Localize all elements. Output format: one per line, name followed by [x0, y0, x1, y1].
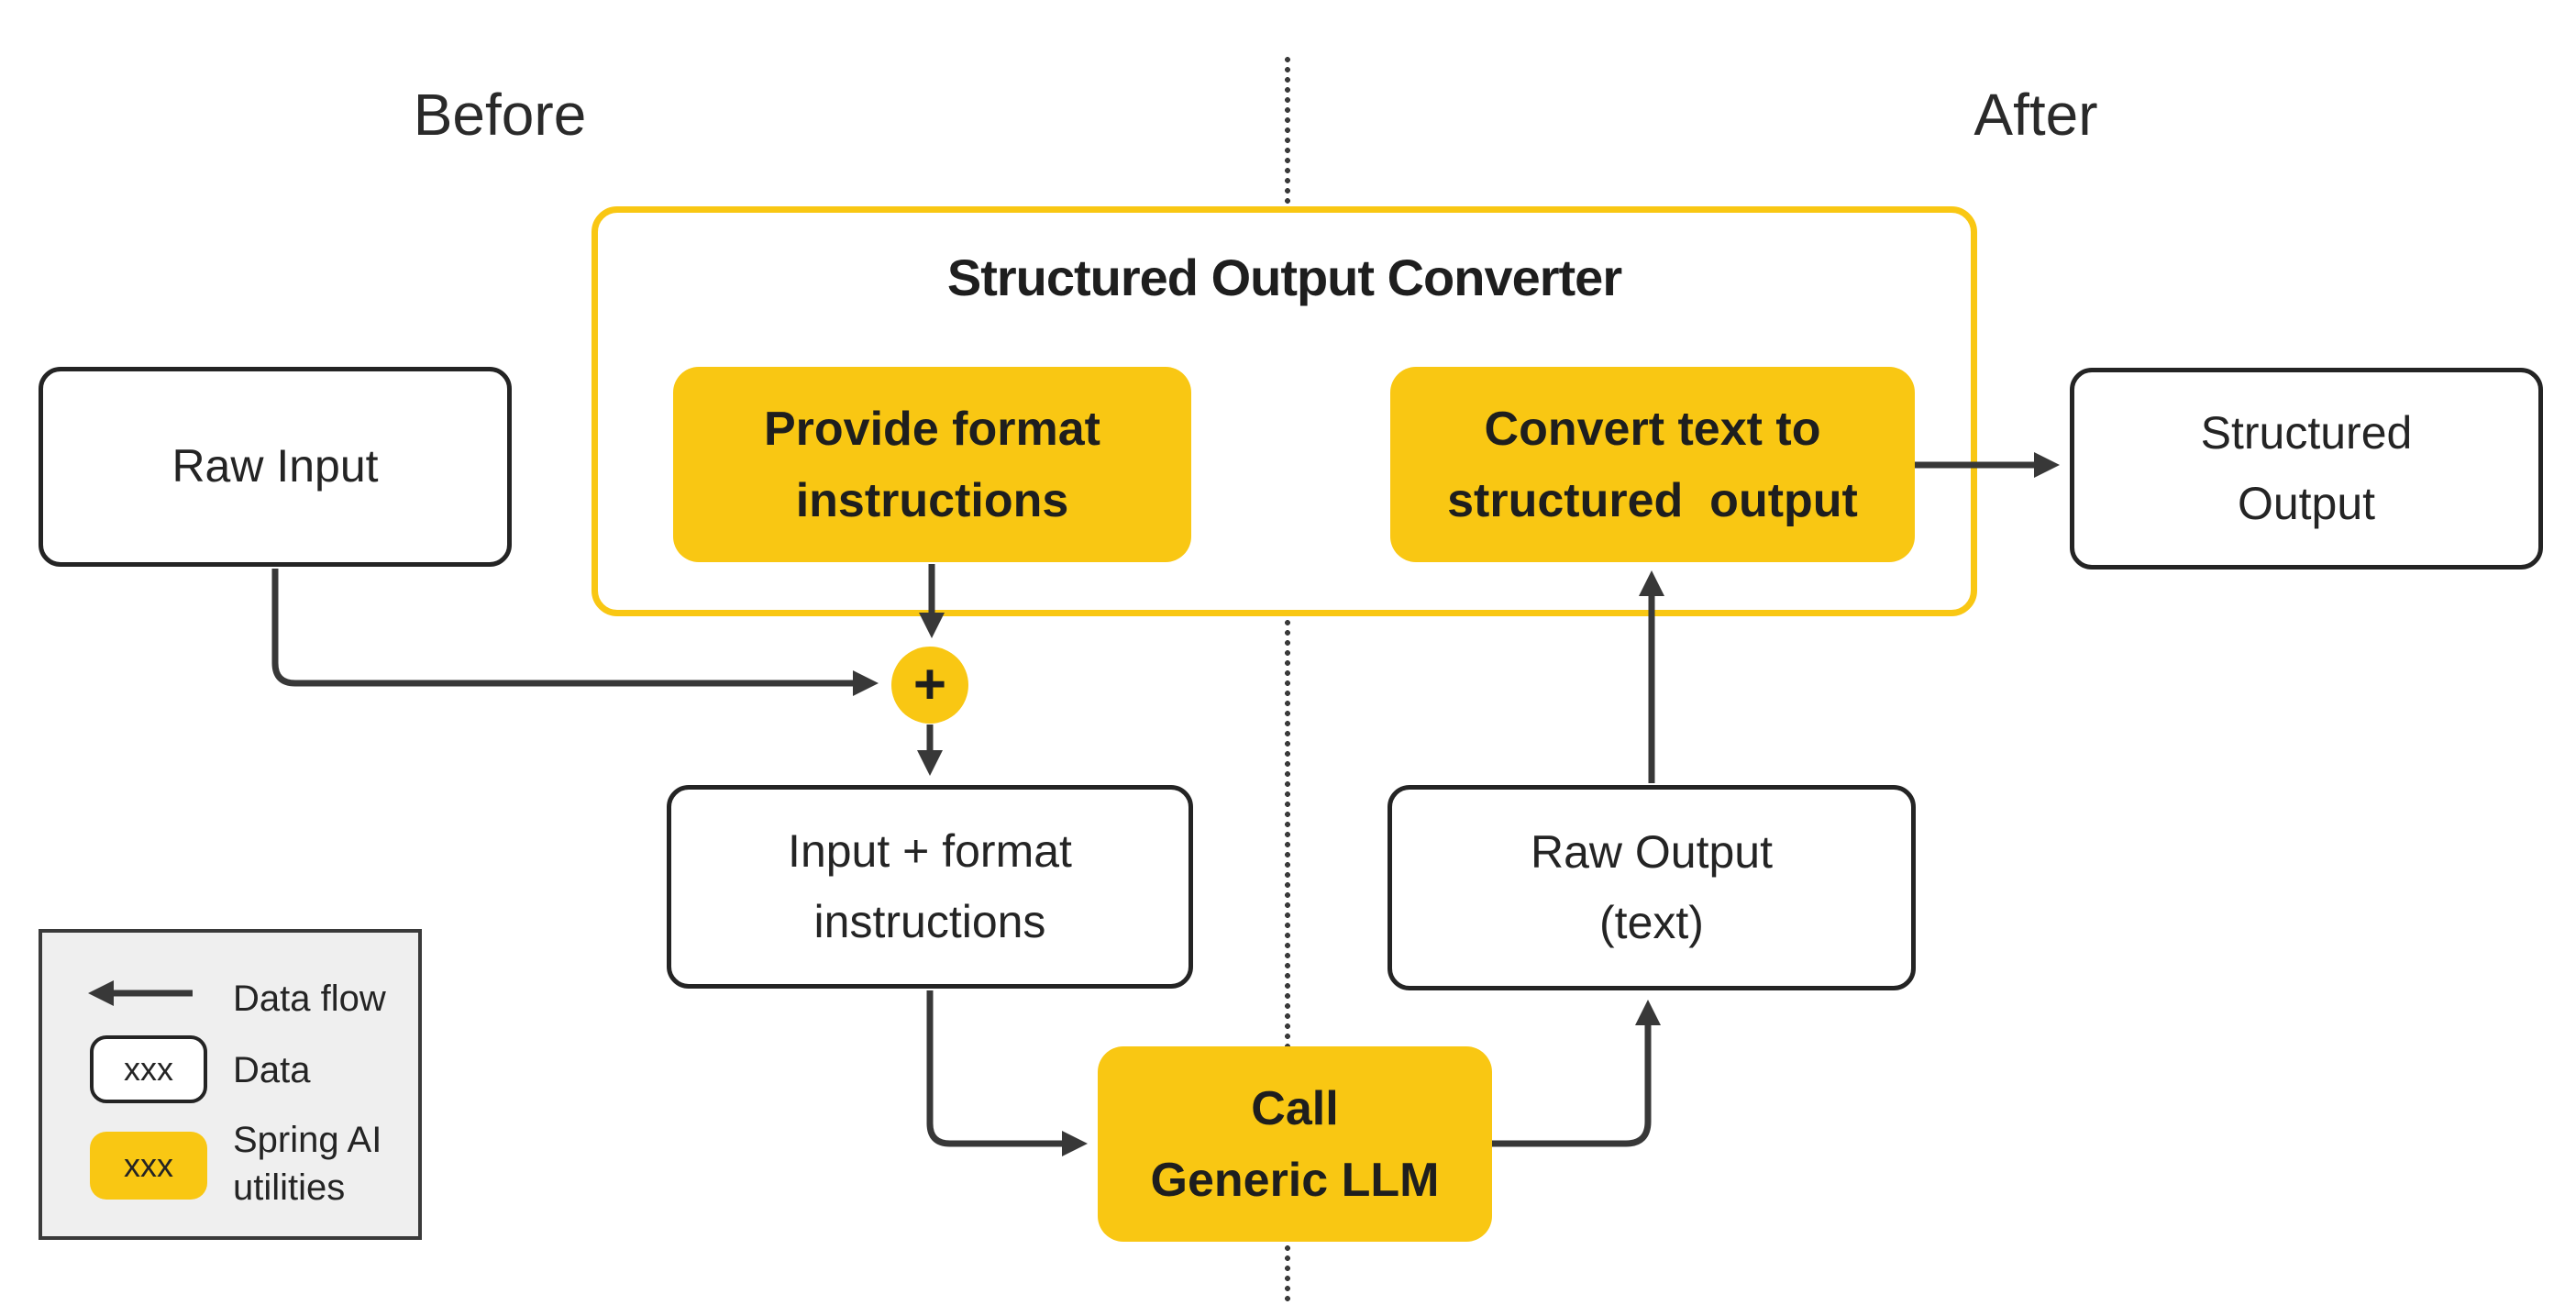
- node-input-format-label: Input + format instructions: [788, 824, 1072, 948]
- node-raw-input-label: Raw Input: [171, 440, 379, 492]
- divider-dotted-line-bottom: [1284, 1244, 1291, 1305]
- node-provide-format-instructions: Provide format instructions: [673, 367, 1191, 562]
- node-convert-text-label: Convert text to structured output: [1447, 402, 1858, 527]
- node-raw-output-label: Raw Output (text): [1530, 825, 1773, 949]
- divider-dotted-line-top: [1284, 55, 1291, 207]
- edge-raw-input-to-plus: [271, 569, 879, 696]
- node-structured-output-label: Structured Output: [2200, 406, 2413, 530]
- node-call-generic-llm: Call Generic LLM: [1098, 1046, 1492, 1242]
- node-raw-input: Raw Input: [39, 367, 512, 567]
- legend-spring-chip-text: xxx: [124, 1146, 173, 1184]
- legend-spring-chip: xxx: [90, 1132, 207, 1200]
- plus-icon: +: [912, 653, 947, 716]
- legend-spring-label: Spring AI utilities: [233, 1120, 382, 1208]
- legend-data-flow-label: Data flow: [233, 979, 386, 1019]
- legend-data-chip: xxx: [90, 1035, 207, 1103]
- node-provide-format-label: Provide format instructions: [764, 402, 1100, 527]
- node-structured-output: Structured Output: [2070, 368, 2543, 570]
- node-raw-output-text: Raw Output (text): [1388, 785, 1916, 990]
- edge-input-format-to-call-llm: [926, 990, 1088, 1156]
- edge-call-llm-to-raw-output: [1492, 1000, 1661, 1147]
- node-input-plus-format-instructions: Input + format instructions: [667, 785, 1193, 989]
- before-section-label: Before: [413, 82, 587, 148]
- converter-group-title: Structured Output Converter: [946, 249, 1622, 306]
- node-convert-text-to-structured-output: Convert text to structured output: [1390, 367, 1915, 562]
- node-call-llm-label: Call Generic LLM: [1150, 1081, 1440, 1207]
- legend-data-label: Data: [233, 1050, 311, 1090]
- merge-plus-node: +: [891, 647, 968, 724]
- divider-dotted-line-middle: [1284, 618, 1291, 1046]
- legend-data-chip-text: xxx: [124, 1050, 173, 1088]
- after-section-label: After: [1973, 82, 2098, 148]
